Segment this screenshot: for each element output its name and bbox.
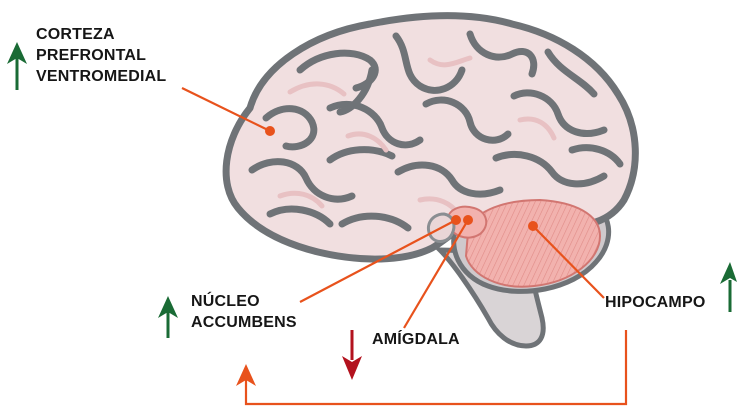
label-accumbens-line-1: NÚCLEO xyxy=(191,291,297,312)
dot-hippocampus xyxy=(528,221,538,231)
label-cortex-line-3: VENTROMEDIAL xyxy=(36,66,166,87)
dot-cortex xyxy=(265,126,275,136)
dot-amygdala xyxy=(463,215,473,225)
label-cortex: CORTEZA PREFRONTAL VENTROMEDIAL xyxy=(36,24,166,87)
arrow-up-icon xyxy=(158,296,178,338)
arrow-down-icon xyxy=(342,330,362,380)
label-accumbens: NÚCLEO ACCUMBENS xyxy=(191,291,297,333)
label-cortex-line-1: CORTEZA xyxy=(36,24,166,45)
label-amygdala: AMÍGDALA xyxy=(372,329,460,350)
label-hippocampus-line-1: HIPOCAMPO xyxy=(605,292,705,313)
label-cortex-line-2: PREFRONTAL xyxy=(36,45,166,66)
label-accumbens-line-2: ACCUMBENS xyxy=(191,312,297,333)
arrow-up-icon xyxy=(7,42,27,90)
label-hippocampus: HIPOCAMPO xyxy=(605,292,705,313)
label-amygdala-line-1: AMÍGDALA xyxy=(372,329,460,350)
dot-accumbens xyxy=(451,215,461,225)
arrow-up-icon xyxy=(720,262,737,312)
